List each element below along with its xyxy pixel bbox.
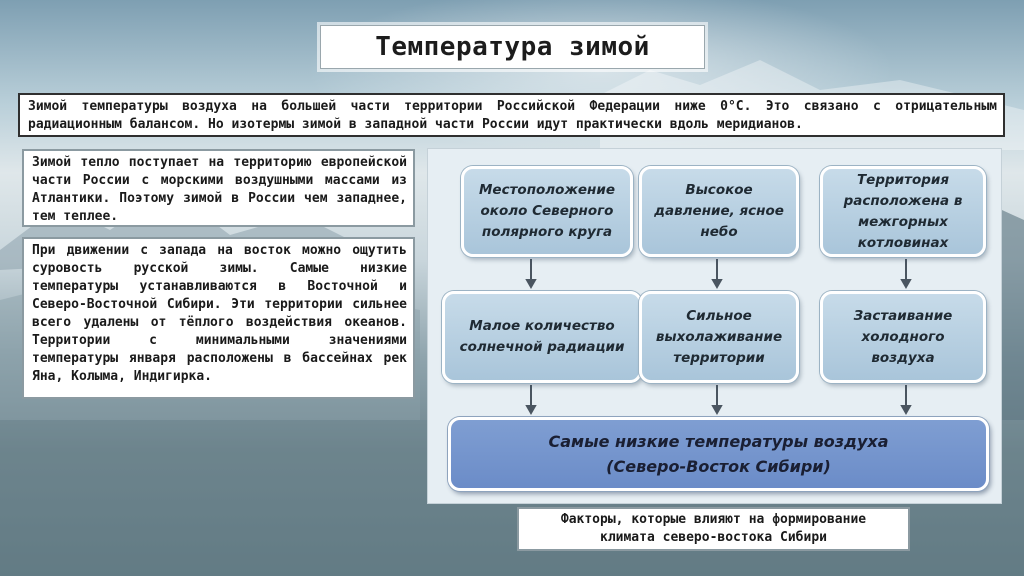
factor-location-label: Местоположение около Северного полярного… [479,182,615,240]
arrow-head [900,279,912,290]
effect-stagnation-node: Застаивание холодного воздуха [820,291,986,383]
arrow-head [525,279,537,290]
arrow-head [711,405,723,416]
factors-diagram: Местоположение около Северного полярного… [427,148,1002,504]
result-label: Самые низкие температуры воздуха (Северо… [548,432,889,476]
factor-location-node: Местоположение около Северного полярного… [461,166,633,257]
arrow-head [900,405,912,416]
slide-title-box: Температура зимой [320,25,705,69]
diagram-caption: Факторы, которые влияют на формирование … [517,507,910,551]
result-node: Самые низкие температуры воздуха (Северо… [448,417,989,491]
diagram-arrows [525,259,912,416]
intro-paragraph: Зимой температуры воздуха на большей час… [18,93,1005,137]
factor-basins-label: Территория расположена в межгорных котло… [843,171,963,251]
arrow-head [525,405,537,416]
atlantic-paragraph: Зимой тепло поступает на территорию евро… [22,149,415,227]
effect-cooling-label: Сильное выхолаживание территории [655,307,783,366]
effect-stagnation-label: Застаивание холодного воздуха [853,307,953,366]
diagram-caption-text: Факторы, которые влияют на формирование … [560,512,867,545]
arrow-head [711,279,723,290]
factor-high-pressure-label: Высокое давление, ясное небо [654,182,784,240]
effect-cooling-node: Сильное выхолаживание территории [639,291,799,383]
factor-basins-node: Территория расположена в межгорных котло… [820,166,986,257]
factor-high-pressure-node: Высокое давление, ясное небо [639,166,799,257]
slide-title: Температура зимой [375,32,650,62]
siberia-paragraph: При движении с запада на восток можно ощ… [22,237,415,399]
effect-low-radiation-label: Малое количество солнечной радиации [459,318,625,355]
effect-low-radiation-node: Малое количество солнечной радиации [442,291,642,383]
